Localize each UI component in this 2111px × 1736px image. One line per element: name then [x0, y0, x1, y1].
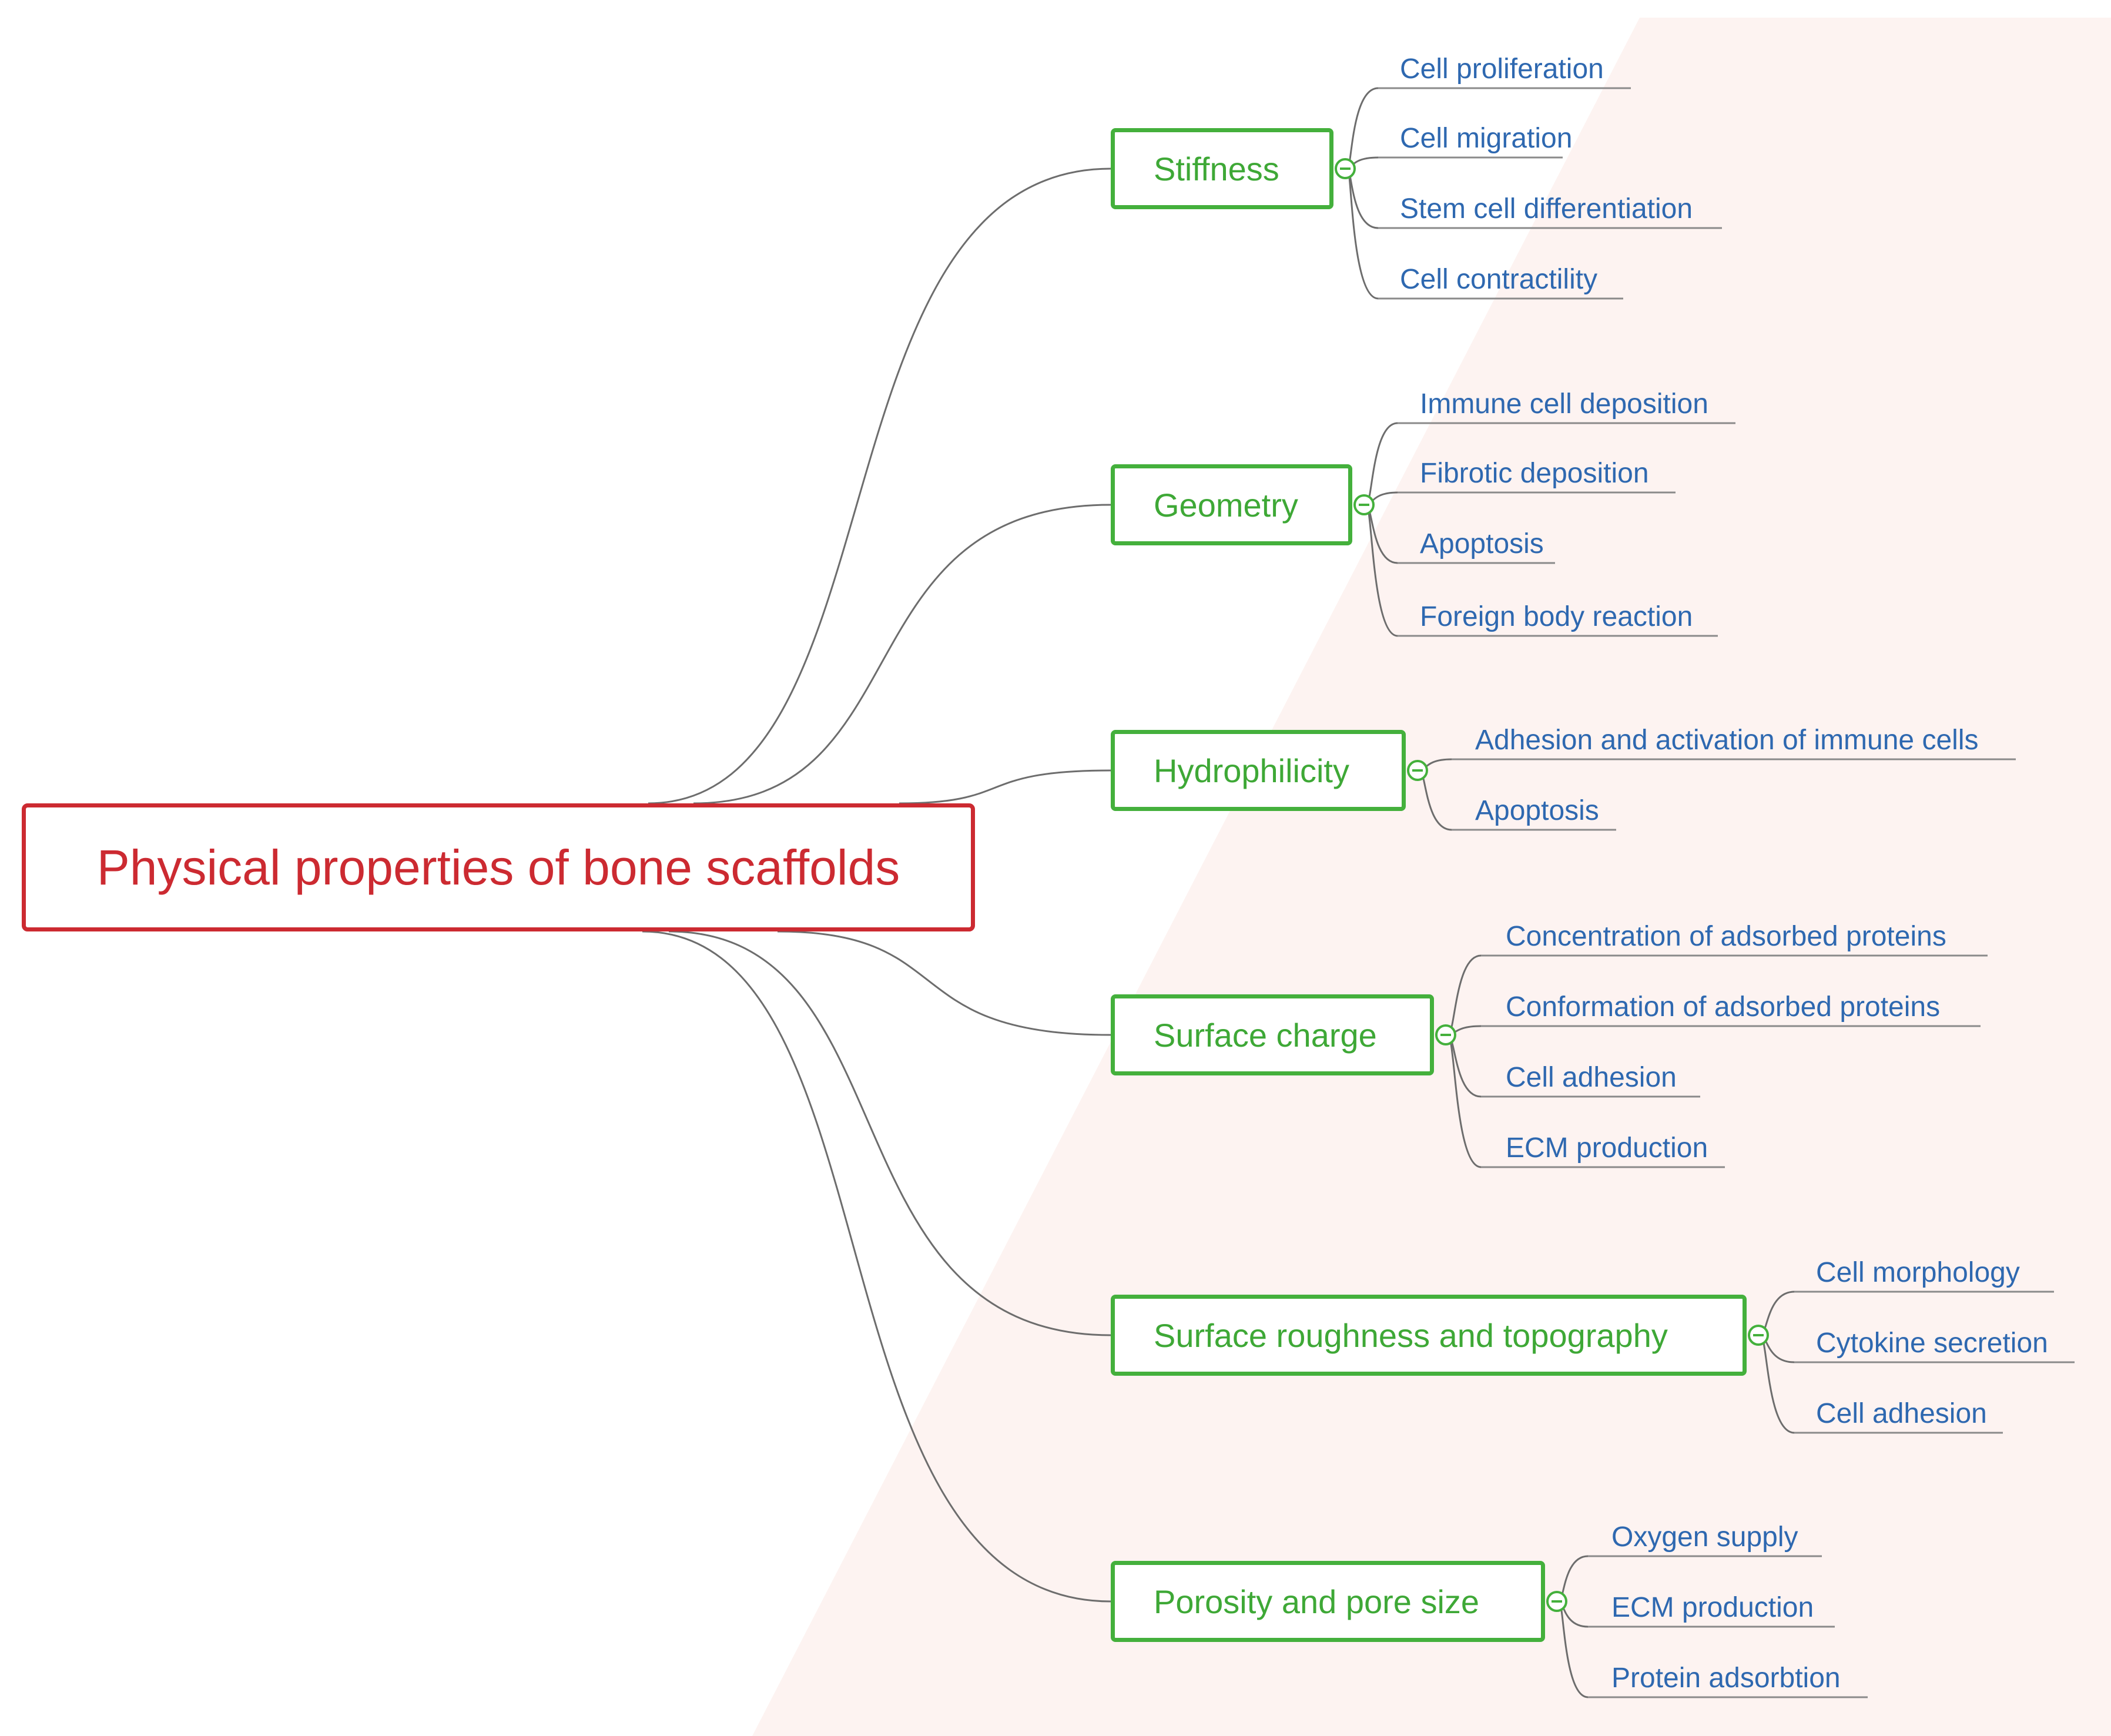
branch-label: Stiffness: [1154, 150, 1279, 187]
root-label: Physical properties of bone scaffolds: [96, 839, 900, 895]
connector-root-to-branch: [642, 930, 1111, 1603]
root-node[interactable]: Physical properties of bone scaffolds: [22, 803, 975, 931]
minus-icon: [1440, 1034, 1451, 1036]
branch-node[interactable]: Surface roughness and topography: [1111, 1295, 1747, 1376]
leaf-label: Stem cell differentiation: [1400, 193, 1693, 224]
branch-label: Porosity and pore size: [1154, 1583, 1480, 1620]
collapse-toggle-icon[interactable]: [1546, 1591, 1567, 1612]
connector-root-to-branch: [693, 504, 1111, 805]
connector-root-to-branch: [668, 930, 1111, 1336]
leaf-label: Conformation of adsorbed proteins: [1506, 991, 1941, 1023]
connector-root-to-branch: [899, 769, 1111, 805]
leaf-label: Fibrotic deposition: [1420, 458, 1649, 489]
leaf-label: Cytokine secretion: [1816, 1328, 2048, 1359]
branch-label: Surface roughness and topography: [1154, 1316, 1668, 1354]
leaf-label: Foreign body reaction: [1420, 601, 1693, 632]
leaf-label: Concentration of adsorbed proteins: [1506, 921, 1946, 952]
minus-icon: [1552, 1600, 1562, 1603]
collapse-toggle-icon[interactable]: [1435, 1024, 1456, 1045]
leaf-label: Immune cell deposition: [1420, 388, 1708, 420]
collapse-toggle-icon[interactable]: [1407, 760, 1428, 781]
leaf-label: Oxygen supply: [1611, 1521, 1798, 1553]
collapse-toggle-icon[interactable]: [1353, 494, 1375, 515]
collapse-toggle-icon[interactable]: [1748, 1325, 1769, 1346]
leaf-label: Cell adhesion: [1506, 1062, 1677, 1093]
leaf-label: Protein adsorbtion: [1611, 1663, 1841, 1694]
branch-node[interactable]: Surface charge: [1111, 994, 1434, 1075]
connector-root-to-branch: [777, 930, 1111, 1036]
leaf-label: Adhesion and activation of immune cells: [1475, 725, 1979, 756]
leaf-label: Apoptosis: [1475, 795, 1599, 826]
collapse-toggle-icon[interactable]: [1335, 158, 1356, 179]
minus-icon: [1753, 1334, 1764, 1336]
leaf-label: ECM production: [1506, 1132, 1708, 1164]
branch-node[interactable]: Geometry: [1111, 464, 1352, 545]
leaf-label: ECM production: [1611, 1592, 1814, 1623]
minus-icon: [1412, 769, 1423, 772]
connector-root-to-branch: [648, 167, 1111, 805]
leaf-label: Cell adhesion: [1816, 1398, 1987, 1429]
leaf-label: Cell contractility: [1400, 264, 1598, 295]
branch-node[interactable]: Hydrophilicity: [1111, 730, 1406, 811]
minus-icon: [1340, 167, 1351, 170]
branch-node[interactable]: Stiffness: [1111, 128, 1333, 209]
leaf-label: Cell migration: [1400, 123, 1573, 154]
leaf-label: Cell morphology: [1816, 1257, 2020, 1288]
minus-icon: [1359, 504, 1369, 506]
branch-label: Hydrophilicity: [1154, 752, 1349, 789]
branch-label: Surface charge: [1154, 1016, 1377, 1054]
branch-node[interactable]: Porosity and pore size: [1111, 1561, 1545, 1642]
branch-label: Geometry: [1154, 486, 1298, 524]
leaf-label: Cell proliferation: [1400, 53, 1604, 85]
leaf-label: Apoptosis: [1420, 528, 1544, 559]
